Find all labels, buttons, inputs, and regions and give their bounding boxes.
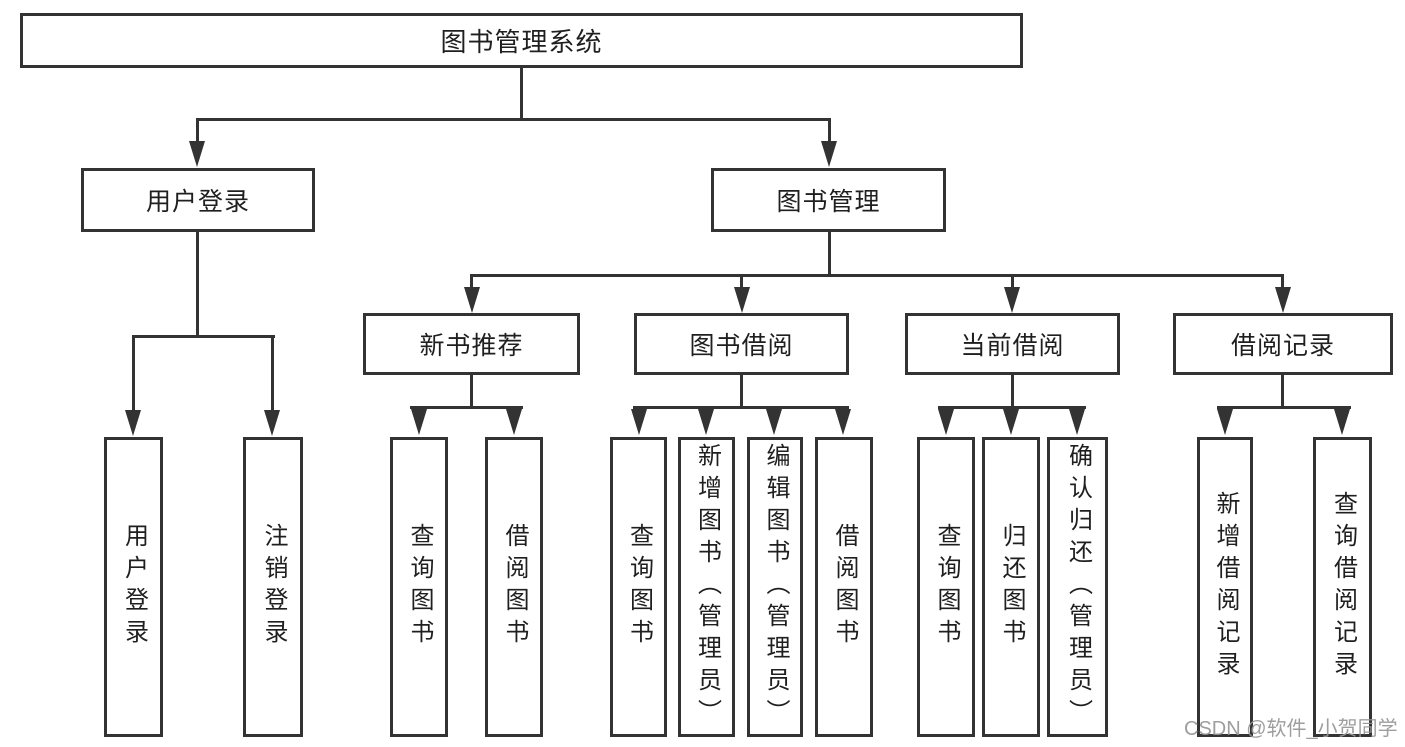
- node-root: 图书管理系统: [20, 13, 1023, 68]
- leaf-borrow-book-2-label: 借阅图书: [831, 523, 858, 651]
- connector-new-book-horizontal: [410, 406, 523, 409]
- arrow-down-icon: [1069, 409, 1085, 435]
- connector-root-stem: [520, 68, 523, 120]
- arrow-down-icon: [464, 287, 480, 313]
- leaf-query-book-1-label: 查询图书: [406, 523, 433, 651]
- connector-user-login-down: [196, 232, 199, 338]
- arrow-down-icon: [189, 141, 205, 167]
- node-new-book-label: 新书推荐: [419, 332, 524, 360]
- leaf-confirm-return: 确认归还（管理员）: [1047, 437, 1108, 737]
- leaf-query-record-label: 查询借阅记录: [1329, 491, 1357, 683]
- leaf-query-book-3-label: 查询图书: [933, 523, 960, 651]
- node-user-login-label: 用户登录: [145, 188, 250, 216]
- connector-current-borrow-down: [1011, 375, 1014, 409]
- leaf-return-book-label: 归还图书: [998, 523, 1025, 651]
- connector-new-book-down: [470, 375, 473, 409]
- leaf-return-book: 归还图书: [982, 437, 1040, 737]
- connector-level3-horizontal: [470, 274, 1284, 277]
- node-book-mgmt: 图书管理: [711, 168, 946, 232]
- arrow-down-icon: [264, 410, 280, 436]
- connector-borrow-records-horizontal: [1217, 406, 1351, 409]
- leaf-query-book-2-label: 查询图书: [625, 523, 653, 651]
- csdn-watermark: CSDN @软件_小贺同学: [1184, 718, 1398, 740]
- arrow-down-icon: [835, 409, 851, 435]
- node-book-mgmt-label: 图书管理: [776, 188, 881, 216]
- connector-borrow-records-stem: [1281, 274, 1284, 290]
- arrow-down-icon: [938, 409, 954, 435]
- connector-book-borrow-stem: [740, 274, 743, 290]
- connector-current-borrow-stem: [1011, 274, 1014, 290]
- arrow-down-icon: [766, 409, 782, 435]
- arrow-down-icon: [1275, 287, 1291, 313]
- node-current-borrow-label: 当前借阅: [960, 332, 1065, 360]
- arrow-down-icon: [821, 141, 837, 167]
- connector-leaf-logout-stem: [271, 335, 274, 412]
- connector-user-login-horizontal: [132, 335, 275, 338]
- leaf-add-book: 新增图书（管理员）: [678, 437, 735, 737]
- node-book-borrow-label: 图书借阅: [689, 332, 794, 360]
- connector-borrow-records-down: [1281, 375, 1284, 409]
- node-user-login: 用户登录: [81, 168, 315, 232]
- arrow-down-icon: [631, 409, 647, 435]
- node-book-borrow: 图书借阅: [634, 313, 849, 375]
- connector-book-borrow-horizontal: [633, 406, 849, 409]
- leaf-add-record: 新增借阅记录: [1197, 437, 1253, 737]
- arrow-down-icon: [1217, 409, 1233, 435]
- arrow-down-icon: [125, 410, 141, 436]
- leaf-confirm-return-label: 确认归还（管理员）: [1064, 443, 1092, 731]
- leaf-query-book-1: 查询图书: [390, 437, 448, 737]
- arrow-down-icon: [411, 409, 427, 435]
- leaf-user-login: 用户登录: [104, 437, 163, 737]
- leaf-edit-book: 编辑图书（管理员）: [747, 437, 803, 737]
- leaf-logout-label: 注销登录: [260, 523, 287, 651]
- connector-leaf-user-login-stem: [132, 335, 135, 412]
- connector-new-book-stem: [470, 274, 473, 290]
- leaf-query-book-2: 查询图书: [610, 437, 667, 737]
- leaf-logout: 注销登录: [243, 437, 303, 737]
- node-current-borrow: 当前借阅: [905, 313, 1120, 375]
- node-root-label: 图书管理系统: [440, 27, 603, 57]
- leaf-query-record: 查询借阅记录: [1313, 437, 1372, 737]
- arrow-down-icon: [698, 409, 714, 435]
- connector-current-borrow-horizontal: [938, 406, 1086, 409]
- arrow-down-icon: [1004, 287, 1020, 313]
- leaf-borrow-book-1: 借阅图书: [485, 437, 543, 737]
- node-new-book: 新书推荐: [363, 313, 580, 375]
- arrow-down-icon: [1003, 409, 1019, 435]
- leaf-add-record-label: 新增借阅记录: [1212, 491, 1239, 683]
- leaf-add-book-label: 新增图书（管理员）: [693, 443, 721, 731]
- connector-book-mgmt-stem: [828, 118, 831, 143]
- node-borrow-records-label: 借阅记录: [1230, 332, 1335, 360]
- connector-book-borrow-down: [740, 375, 743, 409]
- arrow-down-icon: [1334, 409, 1350, 435]
- leaf-edit-book-label: 编辑图书（管理员）: [762, 443, 789, 731]
- leaf-query-book-3: 查询图书: [917, 437, 975, 737]
- connector-book-mgmt-down: [828, 232, 831, 277]
- connector-level1-horizontal: [196, 118, 831, 121]
- leaf-borrow-book-1-label: 借阅图书: [501, 523, 528, 651]
- leaf-borrow-book-2: 借阅图书: [815, 437, 873, 737]
- leaf-user-login-label: 用户登录: [120, 523, 148, 651]
- node-borrow-records: 借阅记录: [1173, 313, 1393, 375]
- connector-user-login-stem: [196, 118, 199, 143]
- arrow-down-icon: [734, 287, 750, 313]
- arrow-down-icon: [506, 409, 522, 435]
